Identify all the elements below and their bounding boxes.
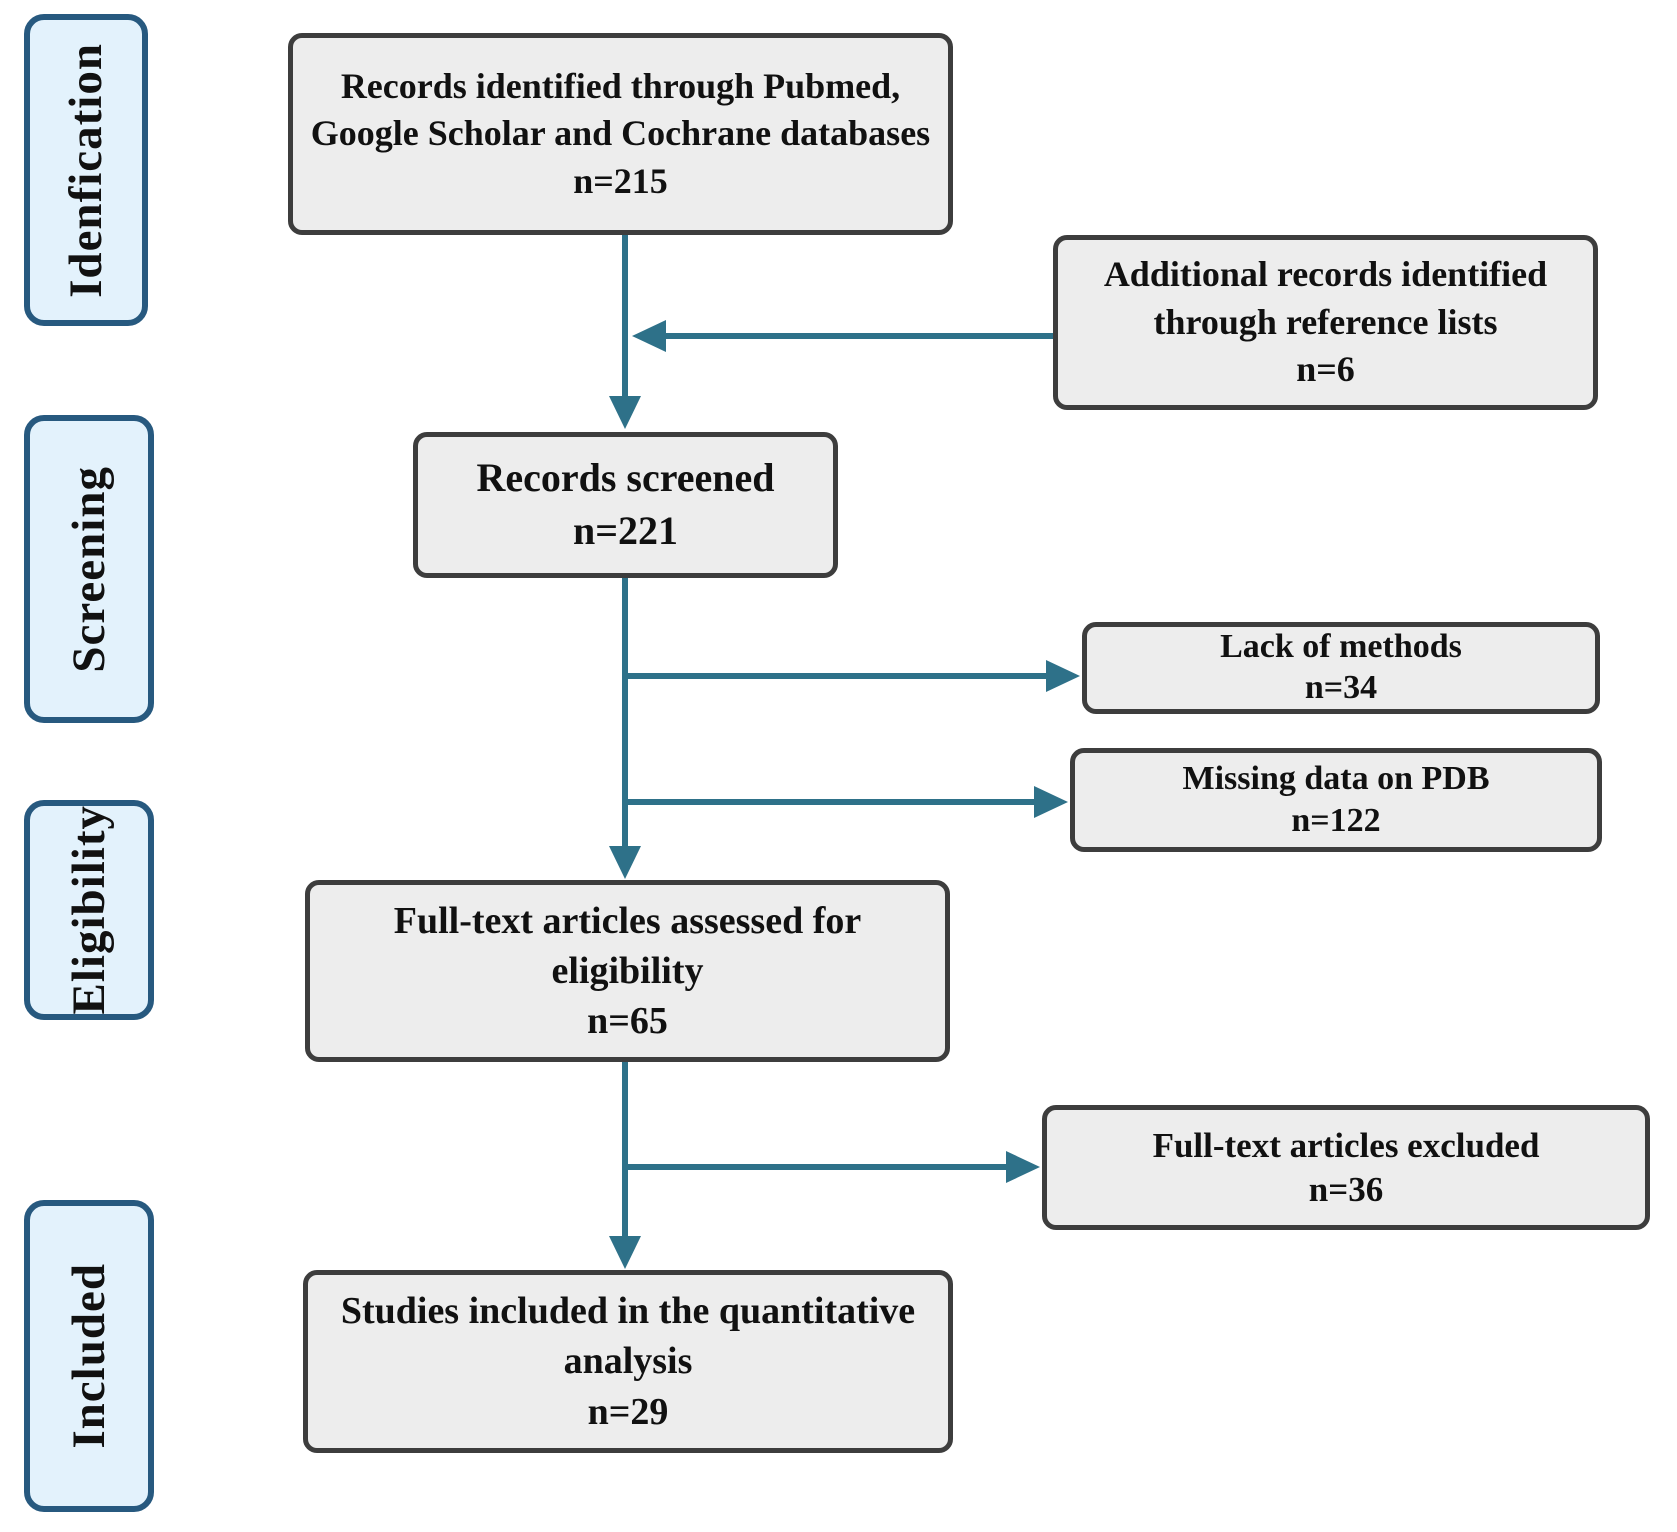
- box-studies-included-label: Studies included in the quantitative ana…: [340, 1290, 925, 1383]
- arrow-identified-to-screened: [609, 233, 641, 429]
- arrow-branch-to-excluded: [626, 1151, 1040, 1183]
- stage-included: Included: [24, 1200, 154, 1512]
- arrow-fulltext-to-included: [609, 1062, 641, 1269]
- box-additional-records: Additional records identified through re…: [1053, 235, 1598, 410]
- box-fulltext-excluded-label: Full-text articles excluded: [1152, 1125, 1540, 1165]
- arrow-branch-to-lack-of-methods: [626, 660, 1080, 692]
- box-studies-included-count: n=29: [587, 1390, 669, 1433]
- box-records-screened: Records screened n=221: [413, 432, 838, 578]
- box-records-screened-label: Records screened: [476, 455, 775, 501]
- box-fulltext-assessed: Full-text articles assessed for eligibil…: [305, 880, 950, 1062]
- stage-identification-label: Idenfication: [60, 42, 112, 298]
- box-records-identified-count: n=215: [573, 160, 668, 201]
- arrow-branch-to-missing-pdb: [626, 786, 1068, 818]
- box-additional-records-count: n=6: [1296, 349, 1355, 390]
- stage-eligibility-label: Eligibility: [63, 805, 115, 1015]
- arrow-additional-to-mainline: [632, 320, 1055, 352]
- box-additional-records-label: Additional records identified through re…: [1103, 254, 1557, 342]
- stage-screening: Screening: [24, 415, 154, 723]
- box-studies-included: Studies included in the quantitative ana…: [303, 1270, 953, 1453]
- stage-included-label: Included: [63, 1263, 115, 1449]
- stage-eligibility: Eligibility: [24, 800, 154, 1020]
- box-records-identified: Records identified through Pubmed, Googl…: [288, 33, 953, 235]
- box-records-screened-count: n=221: [572, 508, 679, 553]
- box-lack-of-methods: Lack of methods n=34: [1082, 622, 1600, 714]
- stage-identification: Idenfication: [24, 14, 148, 326]
- box-missing-data-pdb: Missing data on PDB n=122: [1070, 748, 1602, 852]
- box-fulltext-assessed-label: Full-text articles assessed for eligibil…: [393, 899, 871, 992]
- stage-screening-label: Screening: [63, 465, 115, 673]
- box-missing-data-pdb-count: n=122: [1291, 802, 1381, 839]
- arrow-screened-to-fulltext: [609, 578, 641, 879]
- box-fulltext-assessed-count: n=65: [587, 1000, 668, 1043]
- box-fulltext-excluded: Full-text articles excluded n=36: [1042, 1105, 1650, 1230]
- box-lack-of-methods-label: Lack of methods: [1220, 628, 1462, 666]
- box-lack-of-methods-count: n=34: [1304, 669, 1378, 706]
- box-records-identified-label: Records identified through Pubmed, Googl…: [310, 65, 931, 154]
- box-fulltext-excluded-count: n=36: [1308, 1169, 1384, 1209]
- box-missing-data-pdb-label: Missing data on PDB: [1182, 759, 1490, 797]
